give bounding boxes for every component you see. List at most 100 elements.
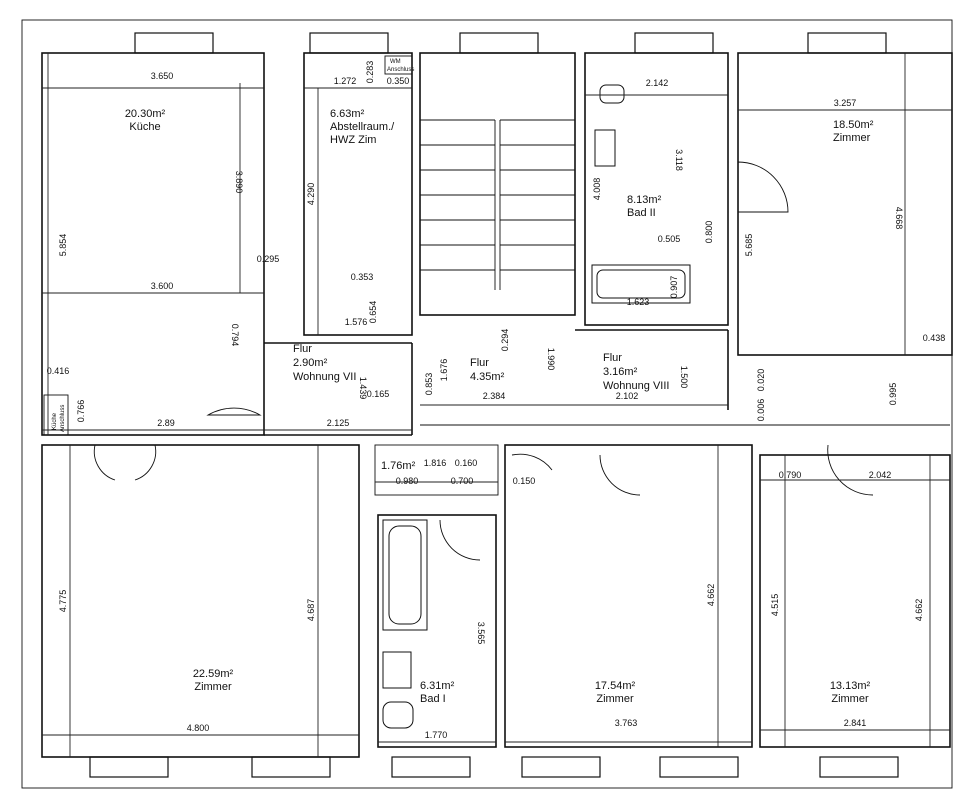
window xyxy=(251,756,331,778)
room-tr-name: Zimmer xyxy=(833,132,871,144)
dim-label: 0.020 xyxy=(756,369,766,392)
dim-label: 1.576 xyxy=(345,317,368,327)
dim-label: 0.160 xyxy=(455,458,478,468)
walls-lower xyxy=(41,444,951,758)
staircase xyxy=(420,119,575,290)
dim-label: 0.794 xyxy=(230,324,240,347)
door-swing xyxy=(511,453,553,471)
dimension-labels: 3.650 1.272 0.283 0.350 2.142 3.257 3.89… xyxy=(47,61,946,740)
door-swing xyxy=(599,454,641,496)
dim-label: 4.662 xyxy=(706,584,716,607)
dim-label: 2.042 xyxy=(869,470,892,480)
dim-label: 0.006 xyxy=(756,399,766,422)
dim-label: 4.800 xyxy=(187,723,210,733)
room-br-wall xyxy=(759,454,951,748)
room-tr-area: 18.50m² xyxy=(833,119,874,131)
room-bl-name: Zimmer xyxy=(194,681,232,693)
kitchen-wall xyxy=(41,52,265,436)
dim-label: 1.272 xyxy=(334,76,357,86)
dim-label: 5.685 xyxy=(744,234,754,257)
dim-label: 1.500 xyxy=(679,366,689,389)
dim-label: 0.980 xyxy=(396,476,419,486)
dim-label: 0.505 xyxy=(658,234,681,244)
dim-label: 0.165 xyxy=(367,389,390,399)
dim-label: 3.565 xyxy=(476,622,486,645)
bath2-wall xyxy=(584,52,729,326)
wm-sub-label: Anschluss xyxy=(387,67,414,73)
room-bm-area: 17.54m² xyxy=(595,680,636,692)
bath1-area: 6.31m² xyxy=(420,680,455,692)
dim-label: 0.790 xyxy=(779,470,802,480)
storage-name-2: HWZ Zim xyxy=(330,134,376,146)
room-bm-name: Zimmer xyxy=(596,693,634,705)
door-swing xyxy=(206,407,262,416)
dim-label: 0.150 xyxy=(513,476,536,486)
window xyxy=(309,32,389,54)
dim-label: 4.687 xyxy=(306,599,316,622)
dim-label: 0.353 xyxy=(351,272,374,282)
dim-label: 4.008 xyxy=(592,178,602,201)
dim-label: 3.890 xyxy=(234,171,244,194)
window xyxy=(134,32,214,54)
fixtures xyxy=(43,55,691,729)
wm-box xyxy=(384,55,413,75)
dim-label: 0.283 xyxy=(365,61,375,84)
dim-label: 4.775 xyxy=(58,590,68,613)
window xyxy=(521,756,601,778)
dim-label: 0.995 xyxy=(888,383,898,406)
dim-label: 3.650 xyxy=(151,71,174,81)
dim-label: 2.89 xyxy=(157,418,175,428)
window xyxy=(659,756,739,778)
dim-label: 4.662 xyxy=(914,599,924,622)
dim-label: 2.841 xyxy=(844,718,867,728)
window xyxy=(391,756,471,778)
dim-label: 1.816 xyxy=(424,458,447,468)
flur-vii-area: 2.90m² xyxy=(293,357,328,369)
dim-label: 0.294 xyxy=(500,329,510,352)
dim-label: 5.854 xyxy=(58,234,68,257)
dim-label: 0.700 xyxy=(451,476,474,486)
door-swing xyxy=(439,519,481,561)
dim-label: 0.350 xyxy=(387,76,410,86)
flur-viii-area: 3.16m² xyxy=(603,366,638,378)
windows-top xyxy=(134,32,887,54)
flur-mid-name: Flur xyxy=(470,357,489,369)
flur-vii-name: Flur xyxy=(293,343,312,355)
dim-label: 0.295 xyxy=(257,254,280,264)
window xyxy=(634,32,714,54)
room-labels: 20.30m² Küche 6.63m² Abstellraum./ HWZ Z… xyxy=(52,59,874,705)
storage-name: Abstellraum./ xyxy=(330,121,395,133)
dim-label: 0.907 xyxy=(669,276,679,299)
dim-label: 4.290 xyxy=(306,183,316,206)
bath1-name: Bad I xyxy=(420,693,446,705)
sink-icon xyxy=(594,129,616,167)
drawing-frame xyxy=(21,19,953,789)
bath2-name: Bad II xyxy=(627,207,656,219)
dim-label: 2.125 xyxy=(327,418,350,428)
door-swing xyxy=(134,444,157,481)
door-swing xyxy=(827,444,874,496)
toilet-icon xyxy=(382,701,414,729)
dim-label: 0.416 xyxy=(47,366,70,376)
toilet-icon xyxy=(599,84,625,104)
window xyxy=(89,756,169,778)
dim-label: 1.623 xyxy=(627,297,650,307)
window xyxy=(819,756,899,778)
room-br-area: 13.13m² xyxy=(830,680,871,692)
small-room-area: 1.76m² xyxy=(381,460,416,472)
dim-label: 3.763 xyxy=(615,718,638,728)
bath1-wall xyxy=(377,514,497,748)
kitchen-area: 20.30m² xyxy=(125,108,166,120)
sink-icon xyxy=(382,651,412,689)
wm-label: WM xyxy=(390,59,401,65)
dim-label: 0.853 xyxy=(424,373,434,396)
door-swing xyxy=(737,161,789,213)
storage-area: 6.63m² xyxy=(330,108,365,120)
room-bm-wall xyxy=(504,444,753,748)
room-br-name: Zimmer xyxy=(831,693,869,705)
small-room-wall xyxy=(374,444,499,496)
dim-label: 1.770 xyxy=(425,730,448,740)
dim-label: 0.654 xyxy=(368,301,378,324)
door-swing xyxy=(93,444,116,481)
doors xyxy=(93,161,874,561)
